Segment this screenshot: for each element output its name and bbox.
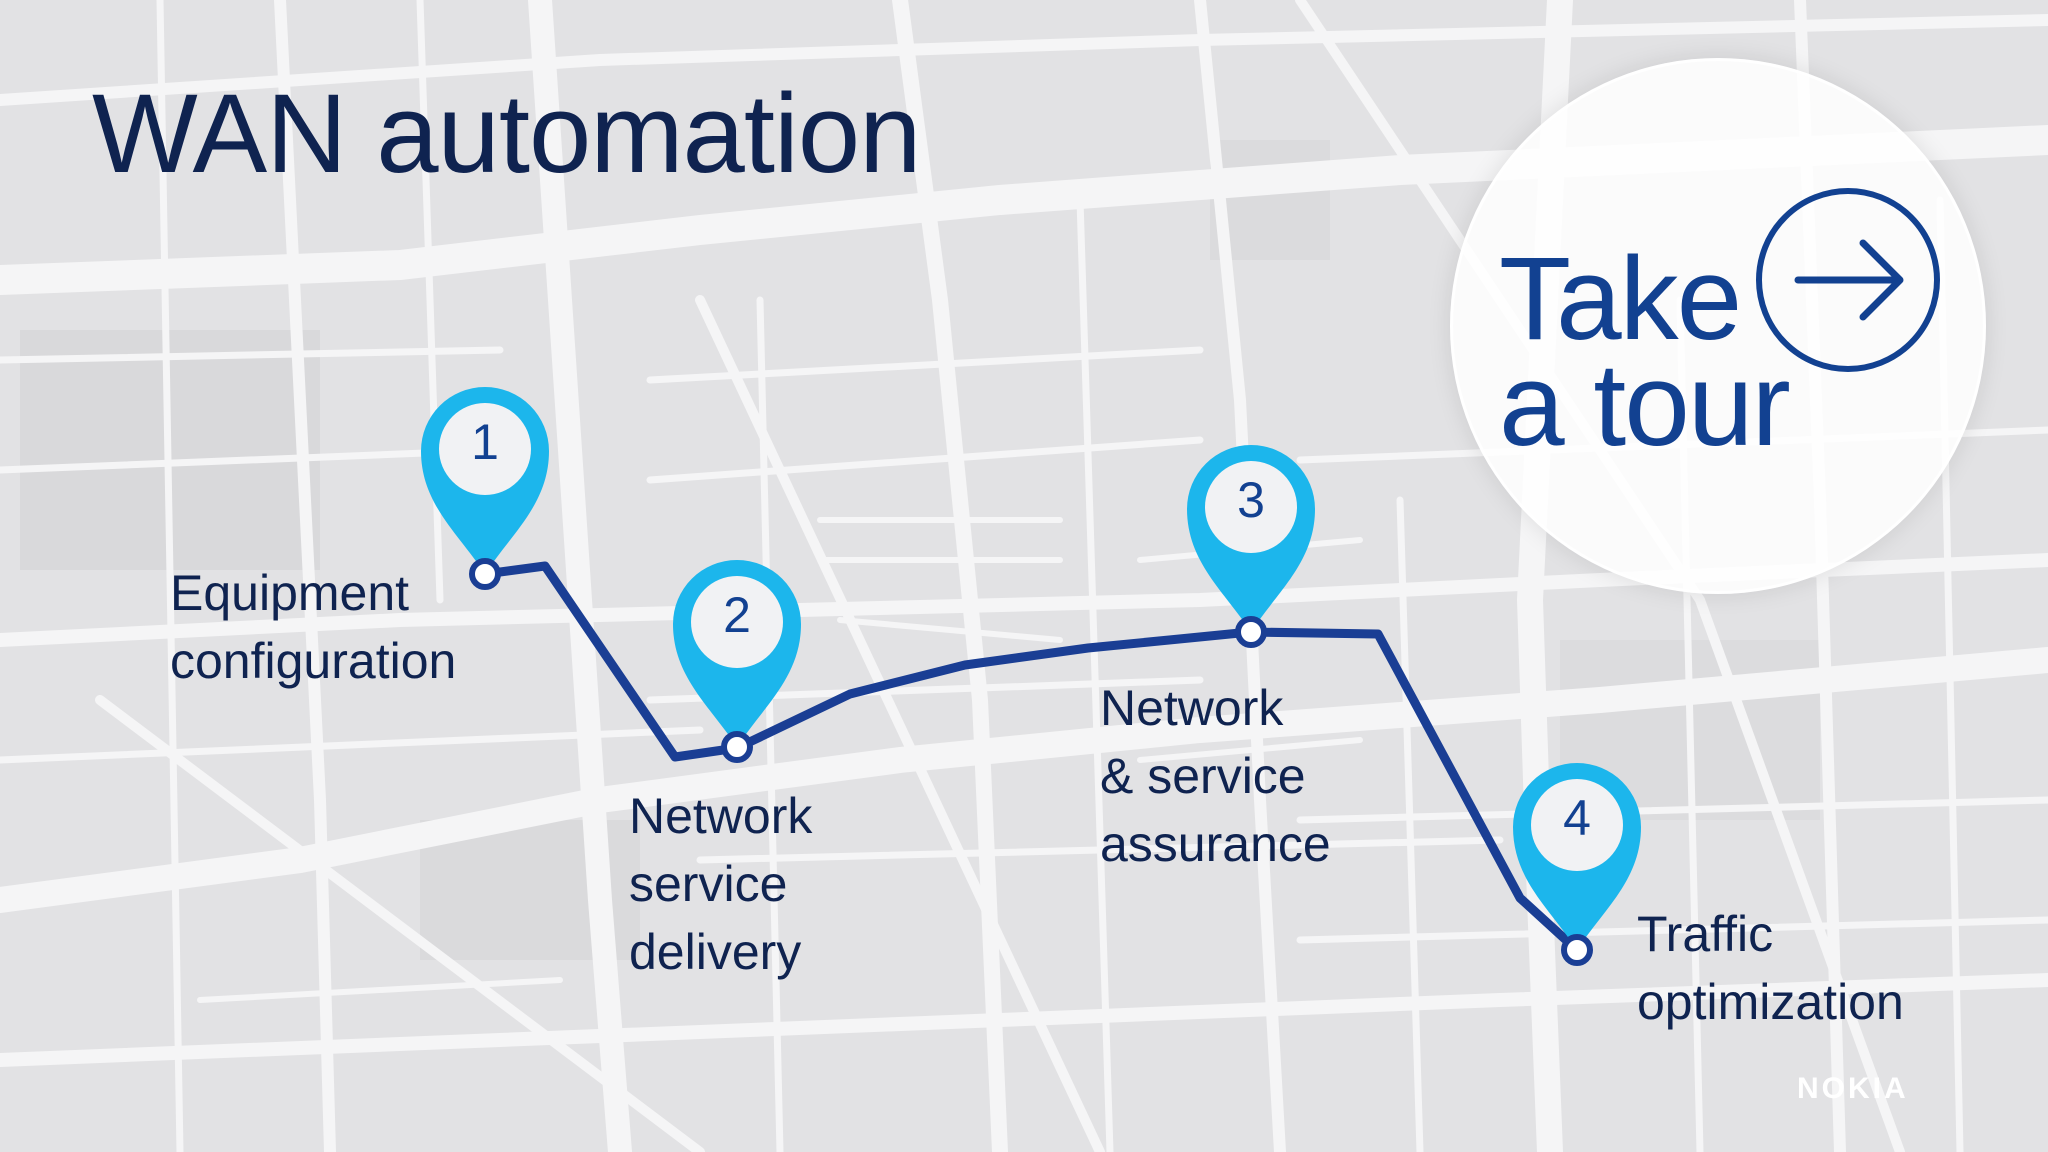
map-pin-icon (673, 560, 801, 763)
step-4-pin[interactable]: 4 (1507, 751, 1647, 966)
nokia-logo: NOKIA (1797, 1072, 1909, 1105)
take-a-tour-label: Take a tour (1499, 233, 1791, 471)
map-pin-icon (1513, 763, 1641, 966)
step-3-label: Network & service assurance (1100, 680, 1331, 872)
step-2-number: 2 (723, 587, 751, 643)
arrow-right-circle-icon (1756, 188, 1940, 372)
step-1-number: 1 (471, 414, 499, 470)
page-title: WAN automation (92, 71, 921, 196)
step-2-pin[interactable]: 2 (667, 548, 807, 763)
step-1-label: Equipment configuration (170, 565, 457, 689)
map-pin-icon (421, 387, 549, 590)
step-3-number: 3 (1237, 472, 1265, 528)
step-4-number: 4 (1563, 790, 1591, 846)
step-3-pin[interactable]: 3 (1181, 433, 1321, 648)
take-a-tour-button[interactable]: Take a tour (1450, 58, 1986, 594)
step-1-pin[interactable]: 1 (415, 375, 555, 590)
step-4-label: Traffic optimization (1637, 906, 1904, 1030)
map-pin-icon (1187, 445, 1315, 648)
step-2-label: Network service delivery (629, 788, 813, 980)
